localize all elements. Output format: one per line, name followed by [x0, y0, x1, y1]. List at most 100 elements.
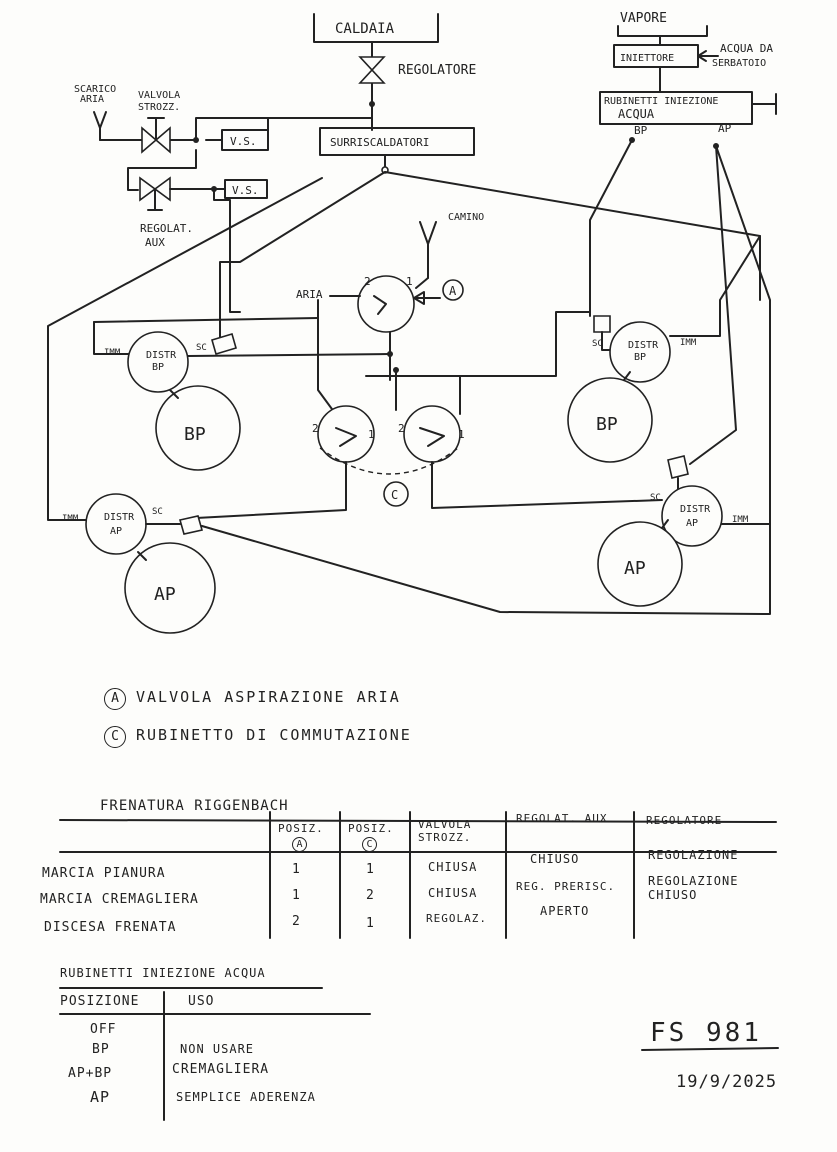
caldaia-label: CALDAIA — [335, 21, 395, 37]
legend-c-key: C — [104, 726, 126, 748]
sw-right-port-1: 1 — [458, 428, 465, 441]
distr-bp-left-2: BP — [152, 362, 164, 373]
surriscaldatori-box — [319, 127, 475, 156]
rub-row1-pos: OFF — [90, 1022, 117, 1037]
cyl-ap-right — [597, 521, 683, 607]
valvola-strozz-label-2: STROZZ. — [138, 102, 180, 113]
sw-left-port-2: 2 — [312, 422, 319, 435]
distr-bp-left — [127, 331, 189, 393]
hdr-strozz: VALVOLA STROZZ. — [418, 818, 472, 844]
legend-a-text: VALVOLA ASPIRAZIONE ARIA — [136, 688, 401, 706]
surriscaldatori-label: SURRISCALDATORI — [330, 136, 429, 149]
caldaia-box — [313, 13, 439, 43]
regolatore-label: REGOLATORE — [398, 63, 476, 78]
iniettore-label: INIETTORE — [620, 53, 674, 64]
rub-row4-pos: AP — [90, 1088, 111, 1106]
sc-ap-right: SC — [650, 493, 661, 503]
cyl-ap-left — [124, 542, 216, 634]
hdr-posiz-c: POSIZ. — [348, 822, 394, 835]
valve-a-port-1: 1 — [406, 275, 413, 288]
row1-label: MARCIA PIANURA — [42, 866, 166, 881]
distr-ap-left — [85, 493, 147, 555]
row2-a: 1 — [292, 888, 301, 903]
hdr-aux: REGOLAT. AUX — [516, 812, 608, 825]
imm-ap-left: IMM — [62, 514, 79, 524]
row3-aux: APERTO — [540, 904, 590, 918]
legend-c-text: RUBINETTO DI COMMUTAZIONE — [136, 726, 412, 744]
row1-aux: CHIUSO — [530, 852, 580, 866]
rub-hdr-uso: USO — [188, 994, 215, 1009]
row3-label: DISCESA FRENATA — [44, 920, 177, 935]
legend-a: A VALVOLA ASPIRAZIONE ARIA — [104, 688, 401, 710]
hdr-posiz-a: POSIZ. — [278, 822, 324, 835]
imm-ap-right: IMM — [732, 515, 749, 525]
scarico-label-2: ARIA — [80, 94, 104, 105]
rub-row4-uso: SEMPLICE ADERENZA — [176, 1090, 316, 1104]
rubinetti-bp-label: BP — [634, 124, 648, 137]
valve-c-marker — [383, 481, 409, 507]
model-label: FS 981 — [650, 1018, 762, 1048]
rub-row2-uso: NON USARE — [180, 1042, 255, 1056]
sw-left-port-1: 1 — [368, 428, 375, 441]
hdr-regolatore: REGOLATORE — [646, 814, 723, 827]
sw-right-port-2: 2 — [398, 422, 405, 435]
distr-bp-right-2: BP — [634, 352, 646, 363]
aria-label: ARIA — [296, 288, 323, 301]
cyl-ap-right-label: AP — [624, 558, 646, 579]
valvola-strozz-label-1: VALVOLA — [138, 90, 180, 101]
cyl-bp-right — [567, 377, 653, 463]
camino-label: CAMINO — [448, 212, 484, 223]
distr-ap-right-1: DISTR — [680, 504, 711, 515]
rub-row3-uso: CREMAGLIERA — [172, 1062, 270, 1077]
valve-a-port-2: 2 — [364, 275, 371, 288]
vs-label-2: V.S. — [232, 184, 259, 197]
distr-bp-left-1: DISTR — [146, 350, 177, 361]
row1-reg: REGOLAZIONE — [648, 848, 739, 862]
row1-a: 1 — [292, 862, 301, 877]
rubinetti-box — [599, 91, 753, 125]
hdr-key-c: C — [362, 837, 377, 852]
legend-a-key: A — [104, 688, 126, 710]
valve-c-marker-label: C — [391, 488, 398, 502]
row3-a: 2 — [292, 914, 301, 929]
row3-c: 1 — [366, 916, 375, 931]
distr-bp-right — [609, 321, 671, 383]
acqua-serbatoio-1: ACQUA DA — [720, 42, 773, 55]
distr-ap-right-2: AP — [686, 518, 698, 529]
scarico-label-1: SCARICO — [74, 84, 116, 95]
row3-strozz: REGOLAZ. — [426, 912, 487, 925]
sc-bp-right: SC — [592, 339, 603, 349]
row2-reg: REGOLAZIONE CHIUSO — [648, 874, 739, 902]
distr-ap-right — [661, 485, 723, 547]
switch-valve-right — [403, 405, 461, 463]
sc-ap-left: SC — [152, 507, 163, 517]
rub-hdr-pos: POSIZIONE — [60, 994, 140, 1009]
sc-bp-left: SC — [196, 343, 207, 353]
row1-c: 1 — [366, 862, 375, 877]
legend-c: C RUBINETTO DI COMMUTAZIONE — [104, 726, 412, 748]
row2-label: MARCIA CREMAGLIERA — [40, 892, 199, 907]
regolatore-valve — [358, 56, 386, 84]
imm-bp-right: IMM — [680, 338, 697, 348]
rubinetti-title: RUBINETTI INIEZIONE ACQUA — [60, 966, 266, 980]
distr-ap-left-1: DISTR — [104, 512, 135, 523]
vapore-label: VAPORE — [620, 11, 667, 26]
regolat-aux-label-2: AUX — [145, 236, 165, 249]
frenatura-title: FRENATURA RIGGENBACH — [100, 798, 289, 814]
row2-aux: REG. PRERISC. — [516, 880, 616, 893]
acqua-serbatoio-2: SERBATOIO — [712, 58, 766, 69]
rub-row3-pos: AP+BP — [68, 1066, 113, 1081]
cyl-ap-left-label: AP — [154, 584, 176, 605]
valve-a-marker-label: A — [449, 284, 457, 298]
rubinetti-label-2: ACQUA — [618, 107, 655, 121]
distr-bp-right-1: DISTR — [628, 340, 659, 351]
vs-label-1: V.S. — [230, 135, 257, 148]
regolat-aux-label-1: REGOLAT. — [140, 222, 193, 235]
cyl-bp-right-label: BP — [596, 414, 618, 435]
rub-row2-pos: BP — [92, 1042, 110, 1057]
row1-strozz: CHIUSA — [428, 860, 478, 874]
rubinetti-label-1: RUBINETTI INIEZIONE — [604, 96, 718, 107]
row2-c: 2 — [366, 888, 375, 903]
valve-a-marker — [442, 279, 464, 301]
